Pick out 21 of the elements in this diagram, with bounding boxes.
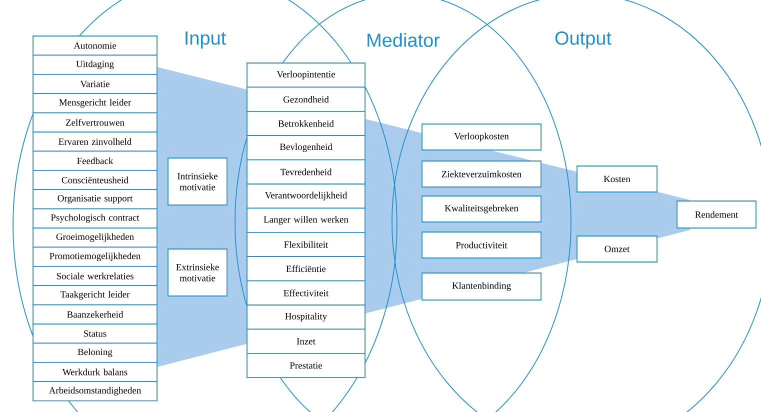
label-box: Gezondheid	[246, 86, 366, 112]
label-box: Klantenbinding	[422, 272, 542, 300]
label-box: Effectiviteit	[246, 280, 366, 306]
label-box: Ziekteverzuimkosten	[422, 160, 542, 188]
ellipse-title: Output	[555, 31, 612, 49]
label-box: Verantwoordelijkheid	[246, 184, 366, 209]
label-box: Kwaliteitsgebreken	[422, 196, 542, 222]
label-box: Hospitality	[246, 304, 366, 330]
label-box: Langer willen werken	[246, 208, 366, 233]
label-box: Flexibiliteit	[246, 232, 366, 258]
label-box: Betrokkenheid	[246, 110, 366, 136]
label-box: Verloopintentie	[246, 62, 366, 88]
ellipse-title: Input	[186, 32, 226, 48]
label-box: Verloopkosten	[422, 124, 542, 150]
ellipse-title: Mediator	[368, 33, 440, 47]
label-box: Productiviteit	[422, 232, 542, 258]
label-box: Bevlogenheid	[246, 135, 366, 160]
label-box: Efficiëntie	[246, 256, 366, 282]
label-box: Prestatie	[246, 352, 366, 378]
label-box: Inzet	[246, 328, 366, 354]
label-box: Tevredenheid	[246, 159, 366, 184]
